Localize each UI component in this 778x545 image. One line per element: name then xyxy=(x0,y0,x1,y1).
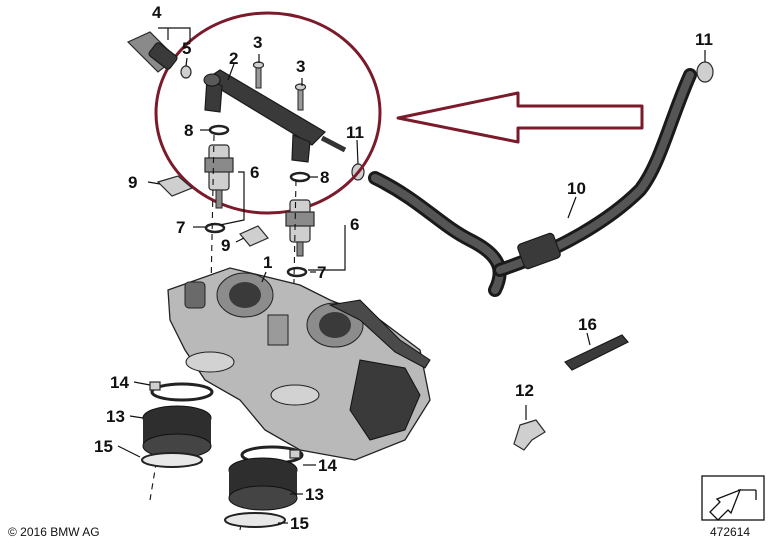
throttle-body-part-1 xyxy=(167,267,431,461)
bracket-part-16 xyxy=(564,334,629,371)
callout-13a: 13 xyxy=(106,407,125,426)
callout-7a: 7 xyxy=(176,218,185,237)
callout-9a: 9 xyxy=(128,173,137,192)
callout-10: 10 xyxy=(567,179,586,198)
callout-13b: 13 xyxy=(305,485,324,504)
diagram-number: 472614 xyxy=(710,525,750,539)
callout-16: 16 xyxy=(578,315,597,334)
callout-12: 12 xyxy=(515,381,534,400)
pointer-arrow-icon xyxy=(396,91,644,144)
callout-6b: 6 xyxy=(350,215,359,234)
leader-lines xyxy=(117,27,706,524)
intake-sleeve-part-13 xyxy=(142,405,298,511)
callout-3b: 3 xyxy=(296,57,305,76)
holder-part-12 xyxy=(513,405,546,451)
callout-15a: 15 xyxy=(94,437,113,456)
callout-14a: 14 xyxy=(110,373,129,392)
ring-part-15 xyxy=(141,452,286,528)
callout-11a: 11 xyxy=(346,123,364,142)
callout-6a: 6 xyxy=(250,163,259,182)
callout-1: 1 xyxy=(263,253,272,272)
callout-5: 5 xyxy=(182,39,191,58)
highlight-circle xyxy=(154,11,382,215)
callout-8b: 8 xyxy=(320,168,329,187)
callout-labels: 4 5 2 3 3 11 11 8 8 6 6 9 9 7 7 1 10 16 … xyxy=(94,3,713,533)
callout-9b: 9 xyxy=(221,236,230,255)
callout-2: 2 xyxy=(229,49,238,68)
clip-part-9 xyxy=(156,175,269,247)
injector-part-6 xyxy=(204,144,315,257)
callout-7b: 7 xyxy=(317,263,326,282)
callout-3a: 3 xyxy=(253,33,262,52)
copyright-text: © 2016 BMW AG xyxy=(8,525,100,539)
o-ring-part-7 xyxy=(204,222,308,278)
callout-11b: 11 xyxy=(695,30,713,49)
callout-8a: 8 xyxy=(184,121,193,140)
screw-part-3 xyxy=(252,61,307,111)
fuel-hose-part-10 xyxy=(368,68,697,297)
connector-part-4 xyxy=(126,31,192,79)
fuel-rail-part-2 xyxy=(203,69,347,163)
callout-14b: 14 xyxy=(318,456,337,475)
callout-4: 4 xyxy=(152,3,162,22)
callout-15b: 15 xyxy=(290,514,309,533)
return-arrow-icon xyxy=(701,475,765,521)
